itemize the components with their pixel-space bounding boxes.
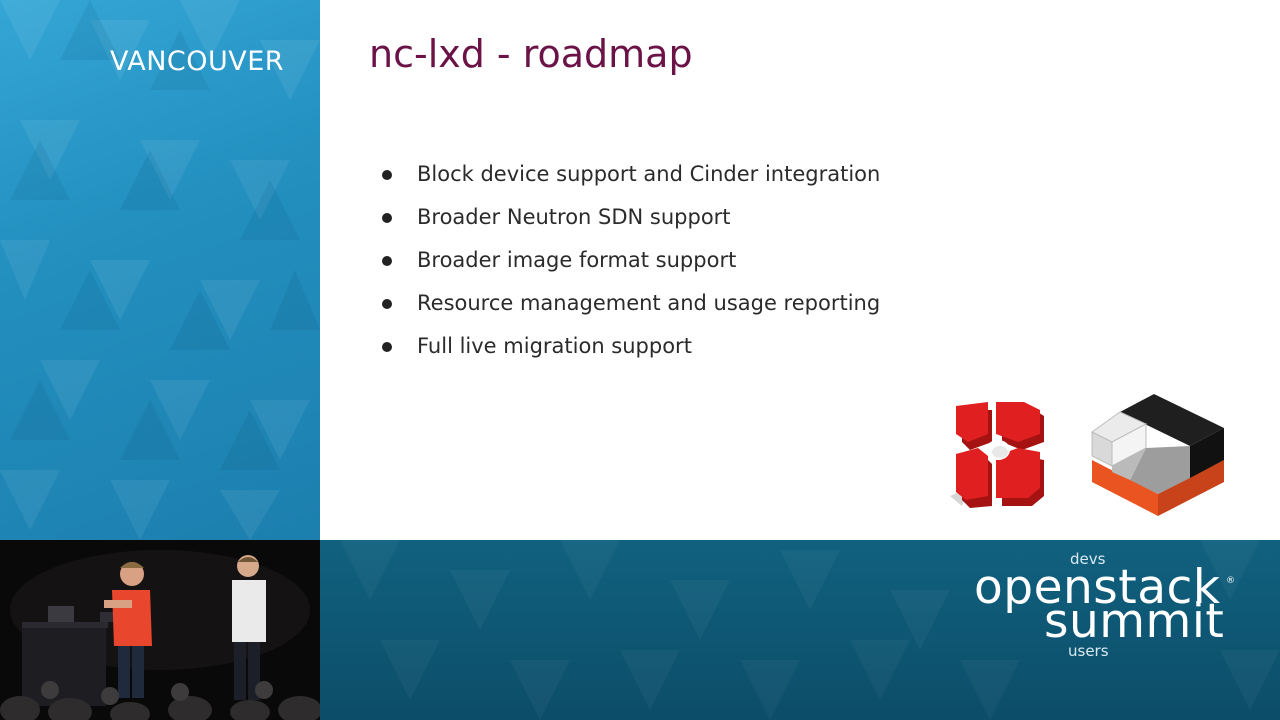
bottom-triangle-pattern [340, 540, 1280, 720]
speaker-video-feed [0, 540, 320, 720]
list-item: Broader Neutron SDN support [380, 197, 880, 240]
slide-title: nc-lxd - roadmap [369, 32, 693, 76]
left-decor-panel: VANCOUVER [0, 0, 320, 540]
brand-devs-label: devs [1070, 550, 1106, 568]
speakers-scene [0, 540, 320, 720]
bottom-branding-bar: devs openstack ® summit users [320, 540, 1280, 720]
triangle-pattern [0, 0, 320, 540]
brand-summit-word: summit [1044, 594, 1225, 649]
registered-mark: ® [1226, 576, 1235, 586]
city-label: VANCOUVER [110, 46, 285, 77]
red-block-logo [950, 402, 1044, 508]
slide-content: nc-lxd - roadmap Block device support an… [320, 0, 1280, 540]
brand-users-label: users [1068, 642, 1109, 660]
bullet-list: Block device support and Cinder integrat… [380, 154, 880, 369]
list-item: Full live migration support [380, 326, 880, 369]
list-item: Resource management and usage reporting [380, 283, 880, 326]
openstack-summit-logo: devs openstack ® summit users [972, 550, 1242, 710]
lxd-cube-logo [1091, 394, 1224, 516]
list-item: Block device support and Cinder integrat… [380, 154, 880, 197]
list-item: Broader image format support [380, 240, 880, 283]
brand-openstack-word: openstack [974, 560, 1221, 615]
